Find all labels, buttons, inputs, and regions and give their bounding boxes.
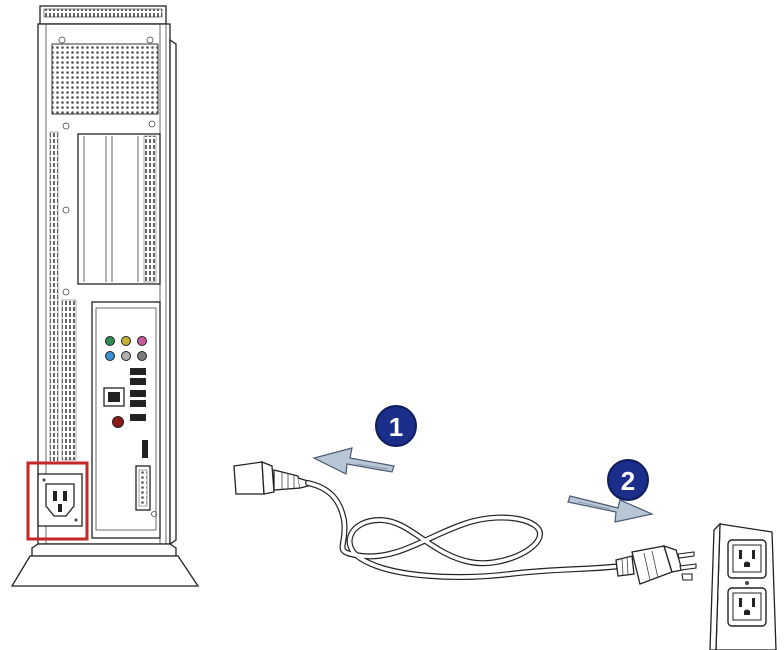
power-cord-icon	[233, 461, 697, 585]
step-badge-2: 2	[607, 459, 649, 501]
step-badge-1: 1	[375, 405, 417, 447]
step-number-1: 1	[389, 412, 403, 442]
plug-direction-arrow-2	[567, 495, 654, 523]
step-number-2: 2	[621, 466, 635, 496]
power-inlet-highlight	[26, 461, 89, 541]
io-panel	[91, 301, 161, 539]
cord-plug	[615, 544, 697, 585]
cord-cable	[305, 480, 623, 580]
insert-direction-arrow-1	[312, 447, 395, 475]
iec-cord-connector	[233, 461, 309, 495]
wall-outlet-icon	[709, 522, 777, 650]
desktop-tower-rear-icon	[10, 5, 200, 587]
iec-power-inlet-icon	[37, 473, 83, 527]
